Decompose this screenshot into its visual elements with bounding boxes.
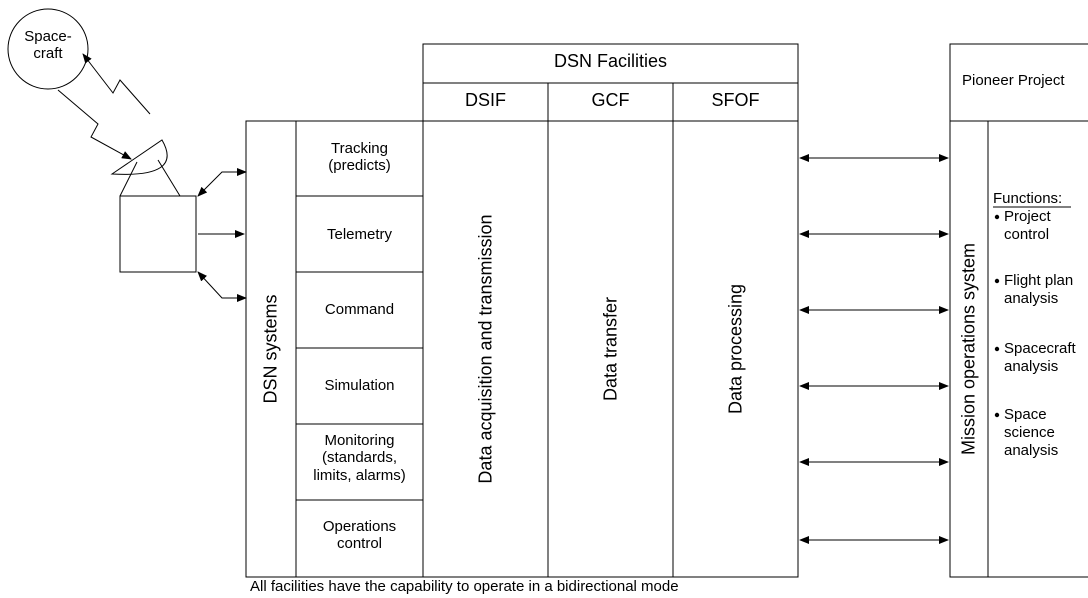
dsn-item-tracking-line2: (predicts) xyxy=(328,157,391,175)
dsn-item-simulation: Simulation xyxy=(296,377,423,394)
dsn-item-operations-line1: Operations xyxy=(322,518,397,535)
station-arrow-bottom xyxy=(197,271,247,302)
sfof-body-text: Data processing xyxy=(725,283,746,415)
dsn-item-monitoring-line1: Monitoring xyxy=(324,432,395,449)
dsn-systems-frame xyxy=(245,120,799,578)
function-space-science: Space science analysis xyxy=(1004,406,1058,460)
pioneer-project-title: Pioneer Project xyxy=(962,72,1065,89)
function-spacecraft-line1: Spacecraft xyxy=(1004,340,1076,357)
spacecraft-label-line1: Space- xyxy=(24,28,72,45)
gcf-body-text: Data transfer xyxy=(600,296,621,402)
dsn-item-command: Command xyxy=(296,301,423,318)
dsn-item-separators xyxy=(296,195,423,501)
function-space-science-line3: analysis xyxy=(1004,442,1059,459)
spacecraft-label: Space- craft xyxy=(14,28,82,63)
station-arrow-top xyxy=(197,168,247,197)
gcf-header: GCF xyxy=(591,90,630,110)
dsn-item-command-line1: Command xyxy=(324,301,395,318)
function-flight-plan: Flight plan analysis xyxy=(1004,272,1073,308)
function-space-science-line2: science xyxy=(1004,424,1055,441)
function-project-control-line1: Project xyxy=(1004,208,1051,225)
ground-station-box xyxy=(119,195,197,273)
dsn-facilities-title: DSN Facilities xyxy=(553,51,668,71)
dsn-systems-label: DSN systems xyxy=(260,294,281,404)
function-project-control-line2: control xyxy=(1004,226,1050,243)
dsn-item-monitoring-line3: limits, alarms) xyxy=(313,466,406,484)
function-flight-plan-line1: Flight plan xyxy=(1004,272,1074,289)
mission-operations-label: Mission operations system xyxy=(958,242,979,456)
function-project-control: Project control xyxy=(1004,208,1051,244)
pioneer-frame xyxy=(949,43,1088,578)
function-space-science-line1: Space xyxy=(1004,406,1047,423)
antenna-mast-left xyxy=(119,161,138,197)
sfof-header: SFOF xyxy=(711,90,760,110)
uplink-zigzag xyxy=(82,53,151,115)
dsn-item-monitoring: Monitoring (standards, limits, alarms) xyxy=(296,432,423,484)
function-flight-plan-line2: analysis xyxy=(1004,290,1059,307)
dsn-item-tracking: Tracking (predicts) xyxy=(296,140,423,175)
dsn-item-monitoring-line2: (standards, xyxy=(321,449,398,467)
dsn-item-simulation-line1: Simulation xyxy=(324,377,395,394)
function-bullets xyxy=(994,214,1000,418)
dsif-body-text: Data acquisition and transmission xyxy=(475,214,496,484)
antenna-dish xyxy=(110,139,168,175)
dsn-item-telemetry: Telemetry xyxy=(296,226,423,243)
dsn-item-operations-line2: control xyxy=(336,535,383,553)
spacecraft-label-line2: craft xyxy=(33,45,63,63)
spacecraft-circle xyxy=(7,8,89,90)
function-spacecraft-line2: analysis xyxy=(1004,358,1059,375)
bidirectional-arrows xyxy=(799,154,949,544)
dsn-facilities-frame xyxy=(422,43,799,578)
dsif-header: DSIF xyxy=(464,90,506,110)
dsn-item-tracking-line1: Tracking xyxy=(331,140,388,157)
functions-heading: Functions: xyxy=(993,190,1063,207)
downlink-zigzag xyxy=(57,89,132,160)
dsn-item-operations-control: Operations control xyxy=(296,518,423,553)
function-spacecraft: Spacecraft analysis xyxy=(1004,340,1076,376)
dsn-item-telemetry-line1: Telemetry xyxy=(326,226,393,243)
antenna-mast-right xyxy=(157,159,181,197)
footnote: All facilities have the capability to op… xyxy=(250,578,679,595)
